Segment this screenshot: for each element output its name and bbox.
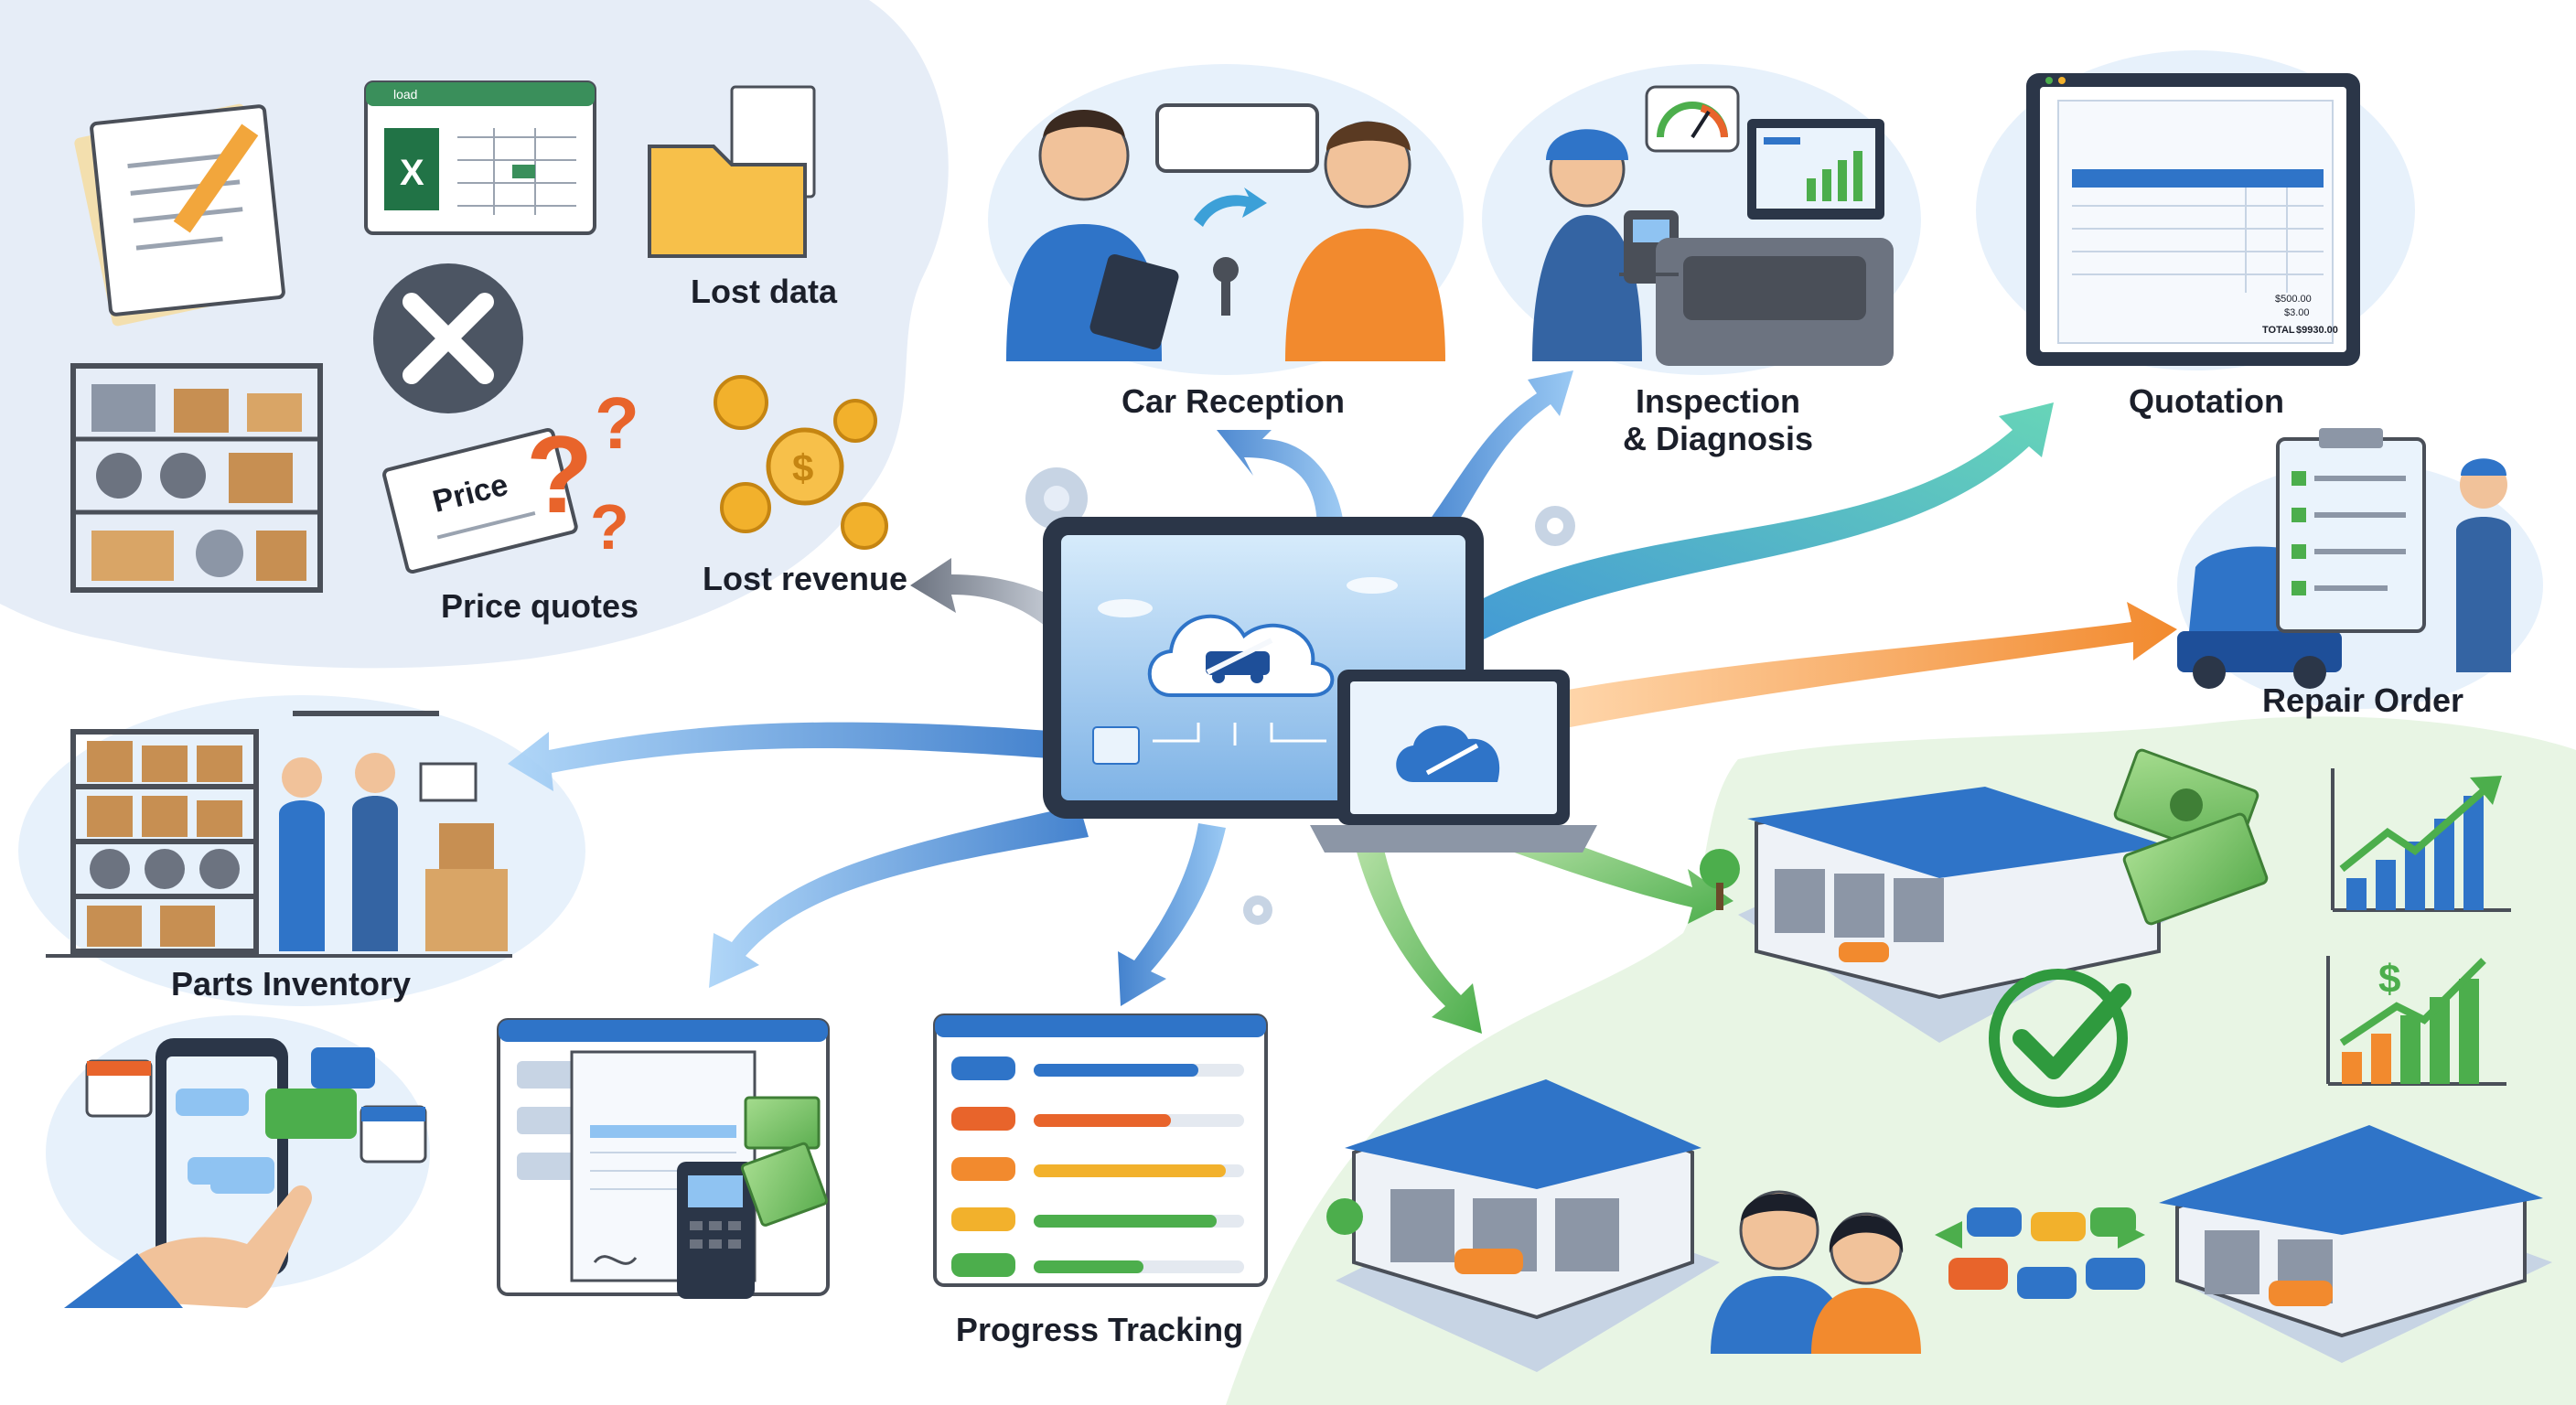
arrow-to-lost-revenue	[910, 558, 1079, 640]
reject-x-icon	[373, 263, 523, 413]
car-icon	[951, 1056, 1015, 1277]
sheet-title-text: load	[393, 87, 417, 102]
label-parts-inventory: Parts Inventory	[170, 965, 412, 1003]
progress-tracking-illustration	[933, 1014, 1268, 1287]
chat-bubble-icon	[210, 1047, 375, 1194]
flow-arrows	[508, 370, 2177, 1034]
problem-cluster: load X Price	[70, 80, 888, 593]
inspection-illustration	[1532, 85, 1894, 366]
label-inspection-diagnosis: Inspection& Diagnosis	[1622, 382, 1814, 458]
quote-sub1: $500.00	[2275, 294, 2312, 305]
label-repair-order: Repair Order	[2261, 681, 2464, 719]
garage-icon	[2159, 1125, 2552, 1363]
svg-text:?: ?	[526, 413, 593, 536]
growth-chart-icon: $	[2326, 956, 2506, 1086]
gauge-icon	[1645, 85, 1740, 153]
price-tag-icon: Price	[382, 428, 578, 574]
arrow-to-inspection	[1409, 370, 1573, 558]
car-icon	[1935, 1207, 2145, 1299]
payment-illustration	[497, 1018, 830, 1299]
folder-icon	[648, 85, 816, 258]
parts-shelf-icon	[70, 363, 323, 593]
arrow-to-customers	[1354, 837, 1482, 1034]
arrow-to-payment	[709, 805, 1089, 988]
arrow-to-car-reception	[1217, 430, 1345, 540]
parts-inventory-illustration	[46, 711, 512, 958]
arrow-to-parts-inventory	[508, 722, 1061, 791]
quote-total-value: $9930.00	[2296, 325, 2338, 336]
gear-icon	[1025, 467, 1575, 925]
growth-dollar: $	[2378, 957, 2400, 1002]
coin-dollar: $	[792, 446, 813, 489]
coin-icon: $	[714, 375, 888, 550]
label-lost-revenue: Lost revenue	[702, 560, 908, 597]
key-icon	[1213, 257, 1239, 316]
arrow-to-repair-order	[1537, 602, 2177, 732]
central-hub	[1025, 467, 1597, 925]
svg-text:?: ?	[595, 382, 639, 464]
payment-terminal-icon	[677, 1162, 755, 1299]
label-quotation: Quotation	[2129, 382, 2284, 420]
quote-total-label: TOTAL	[2262, 325, 2295, 336]
label-price-quotes: Price quotes	[440, 587, 639, 625]
label-car-reception: Car Reception	[1121, 382, 1346, 420]
cash-icon	[2113, 748, 2269, 926]
label-progress-tracking: Progress Tracking	[955, 1311, 1244, 1348]
repair-order-illustration	[2177, 428, 2511, 689]
cash-icon	[740, 1096, 829, 1227]
arrow-to-quotation	[1473, 402, 2054, 640]
monitor-icon	[1747, 119, 1884, 220]
spreadsheet-icon: load X	[364, 80, 596, 235]
laptop-icon	[1310, 670, 1597, 853]
excel-letter-text: X	[400, 153, 424, 193]
calendar-icon	[85, 1059, 427, 1164]
happy-customers	[1711, 1190, 1921, 1354]
customer-booking-illustration	[64, 1038, 427, 1308]
progress-bars	[1034, 1064, 1244, 1273]
arrow-to-progress-tracking	[1118, 823, 1226, 1006]
clipboard-icon	[2276, 428, 2426, 633]
quote-sub2: $3.00	[2284, 307, 2310, 318]
growth-chart-icon	[2331, 768, 2511, 912]
garage-icon	[1700, 787, 2177, 1043]
svg-text:?: ?	[590, 491, 629, 563]
checkmark-icon	[1989, 969, 2131, 1108]
garage-icon	[1326, 1079, 1720, 1372]
quotation-illustration: $500.00 $3.00 TOTAL $9930.00	[2026, 73, 2360, 366]
question-mark-icon: ? ? ?	[526, 382, 639, 563]
document-stack-icon	[74, 103, 285, 327]
label-lost-data: Lost data	[690, 273, 838, 310]
car-reception-illustration	[1006, 103, 1445, 361]
